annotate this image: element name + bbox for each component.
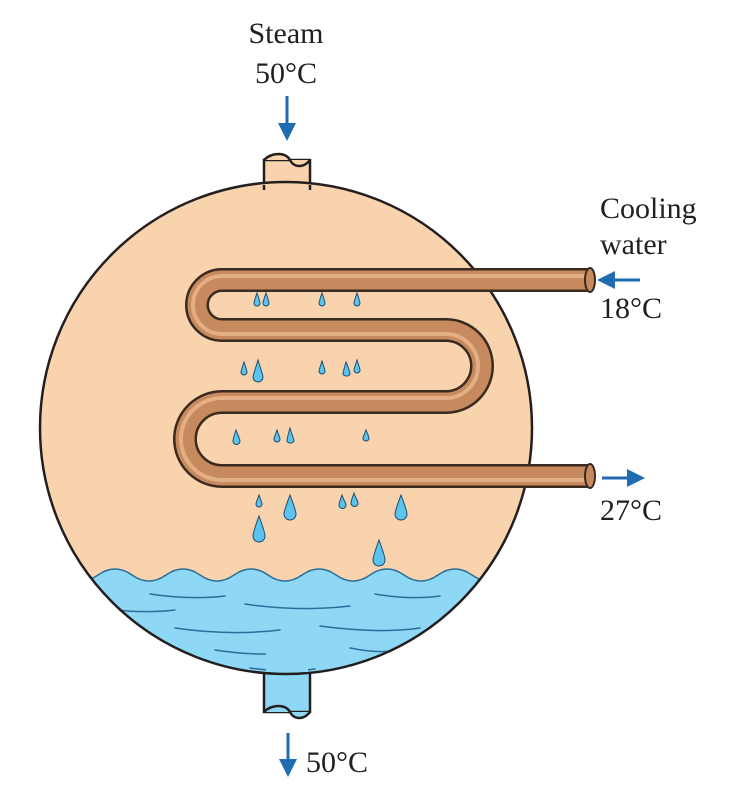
water-droplet-icon [362,428,370,442]
steam-label: Steam [249,17,324,50]
vessel-outline [38,180,534,676]
water-droplet-icon [353,291,361,307]
water-droplet-icon [253,291,261,307]
water-droplet-icon [372,538,386,567]
condenser-vessel [40,182,532,674]
water-droplet-icon [273,428,281,443]
water-droplet-icon [350,491,359,507]
water-droplet-icon [342,360,351,377]
water-droplet-icon [240,360,248,376]
droplets [232,291,408,567]
water-droplet-icon [252,514,266,543]
water-droplet-icon [318,359,326,375]
condensate-temperature-label: 50°C [306,746,368,779]
water-droplet-icon [286,426,295,444]
water-droplet-icon [255,493,263,508]
water-droplet-icon [252,358,264,383]
water-droplet-icon [338,493,347,509]
water-droplet-icon [283,493,297,521]
cooling-water-outlet-temperature: 27°C [600,494,662,527]
cooling-water-label-line2: water [600,228,667,261]
water-droplet-icon [232,428,241,445]
water-droplet-icon [394,493,408,521]
water-droplet-icon [318,291,326,307]
cooling-water-label-line1: Cooling [600,192,697,225]
steam-temperature-label: 50°C [255,57,317,90]
water-droplet-icon [262,291,270,307]
cooling-coil [173,267,596,489]
water-droplet-icon [353,358,361,374]
cooling-water-inlet-temperature: 18°C [600,292,662,325]
